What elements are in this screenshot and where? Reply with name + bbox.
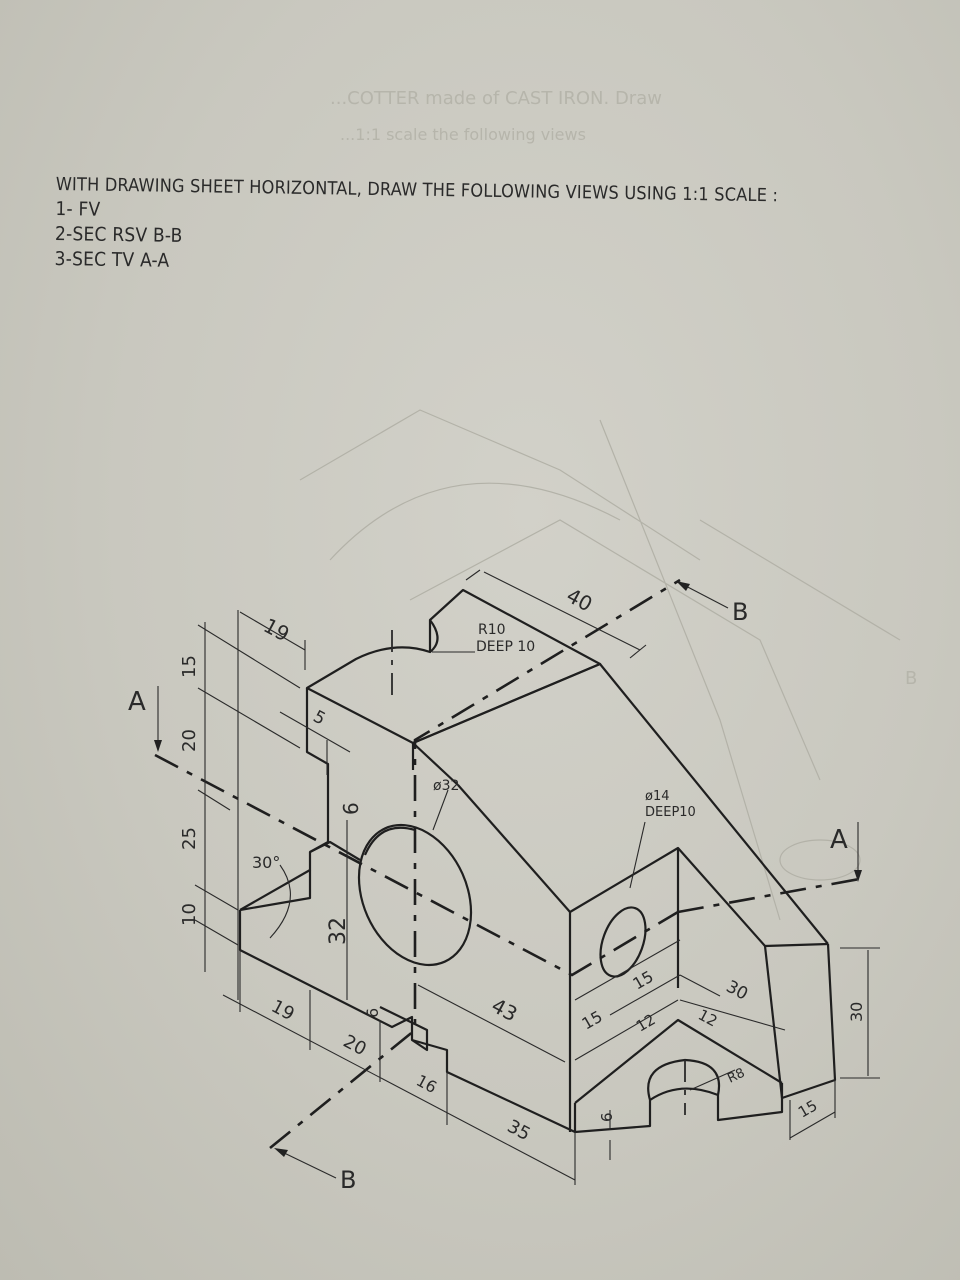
dim-right-30: 30 xyxy=(723,977,751,1005)
note-dia32: ø32 xyxy=(433,778,459,794)
dim-top-19: 19 xyxy=(260,613,294,646)
bleed-through-ghost: ...COTTER made of CAST IRON. Draw ...1:1… xyxy=(299,88,917,921)
note-angle-30: 30° xyxy=(252,853,280,872)
dim-right-15c: 15 xyxy=(795,1096,821,1121)
dim-bottom-20: 20 xyxy=(340,1031,370,1060)
callout-notes: R10 DEEP 10 ø32 ø14 DEEP10 R8 30° xyxy=(252,622,747,1087)
dim-step-5: 5 xyxy=(310,707,329,730)
cutting-plane-a-a xyxy=(154,753,679,977)
dim-left-20: 20 xyxy=(179,729,200,752)
note-r8: R8 xyxy=(725,1066,747,1087)
dim-right-15b: 15 xyxy=(630,967,657,994)
dimension-lines xyxy=(194,569,880,1185)
note-r10: R10 xyxy=(478,622,506,638)
section-label-a-left: A xyxy=(128,687,146,717)
ghost-header-line1: ...COTTER made of CAST IRON. Draw xyxy=(330,88,662,109)
dim-left-10: 10 xyxy=(179,903,200,926)
ghost-label-b: B xyxy=(905,668,917,689)
dim-bottom-16: 16 xyxy=(413,1071,440,1097)
dim-top-40: 40 xyxy=(563,583,597,616)
ghost-header-line2: ...1:1 scale the following views xyxy=(340,125,586,144)
section-label-b-bottom: B xyxy=(340,1166,356,1194)
dim-right-12b: 12 xyxy=(695,1006,720,1031)
section-arrows: A A B B xyxy=(128,581,862,1194)
note-dia14-deep: DEEP10 xyxy=(645,805,696,820)
dim-bottom-35: 35 xyxy=(504,1116,534,1145)
note-r10-deep: DEEP 10 xyxy=(476,639,535,655)
dim-foot-6: 6 xyxy=(598,1112,616,1122)
section-label-a-right: A xyxy=(830,825,848,855)
dim-right-15a: 15 xyxy=(579,1007,606,1034)
dim-left-25: 25 xyxy=(179,827,200,850)
dim-step-6: 6 xyxy=(339,802,363,815)
cutting-plane-b-b xyxy=(269,578,681,1150)
dim-small-6: 6 xyxy=(363,1008,382,1018)
note-dia14: ø14 xyxy=(645,789,670,804)
dim-height-32: 32 xyxy=(326,917,351,945)
dim-right-height-30: 30 xyxy=(847,1002,866,1022)
section-label-b-top: B xyxy=(732,598,748,626)
dim-left-15: 15 xyxy=(179,655,200,678)
cutting-planes xyxy=(154,578,866,1150)
dim-length-43: 43 xyxy=(488,993,522,1026)
